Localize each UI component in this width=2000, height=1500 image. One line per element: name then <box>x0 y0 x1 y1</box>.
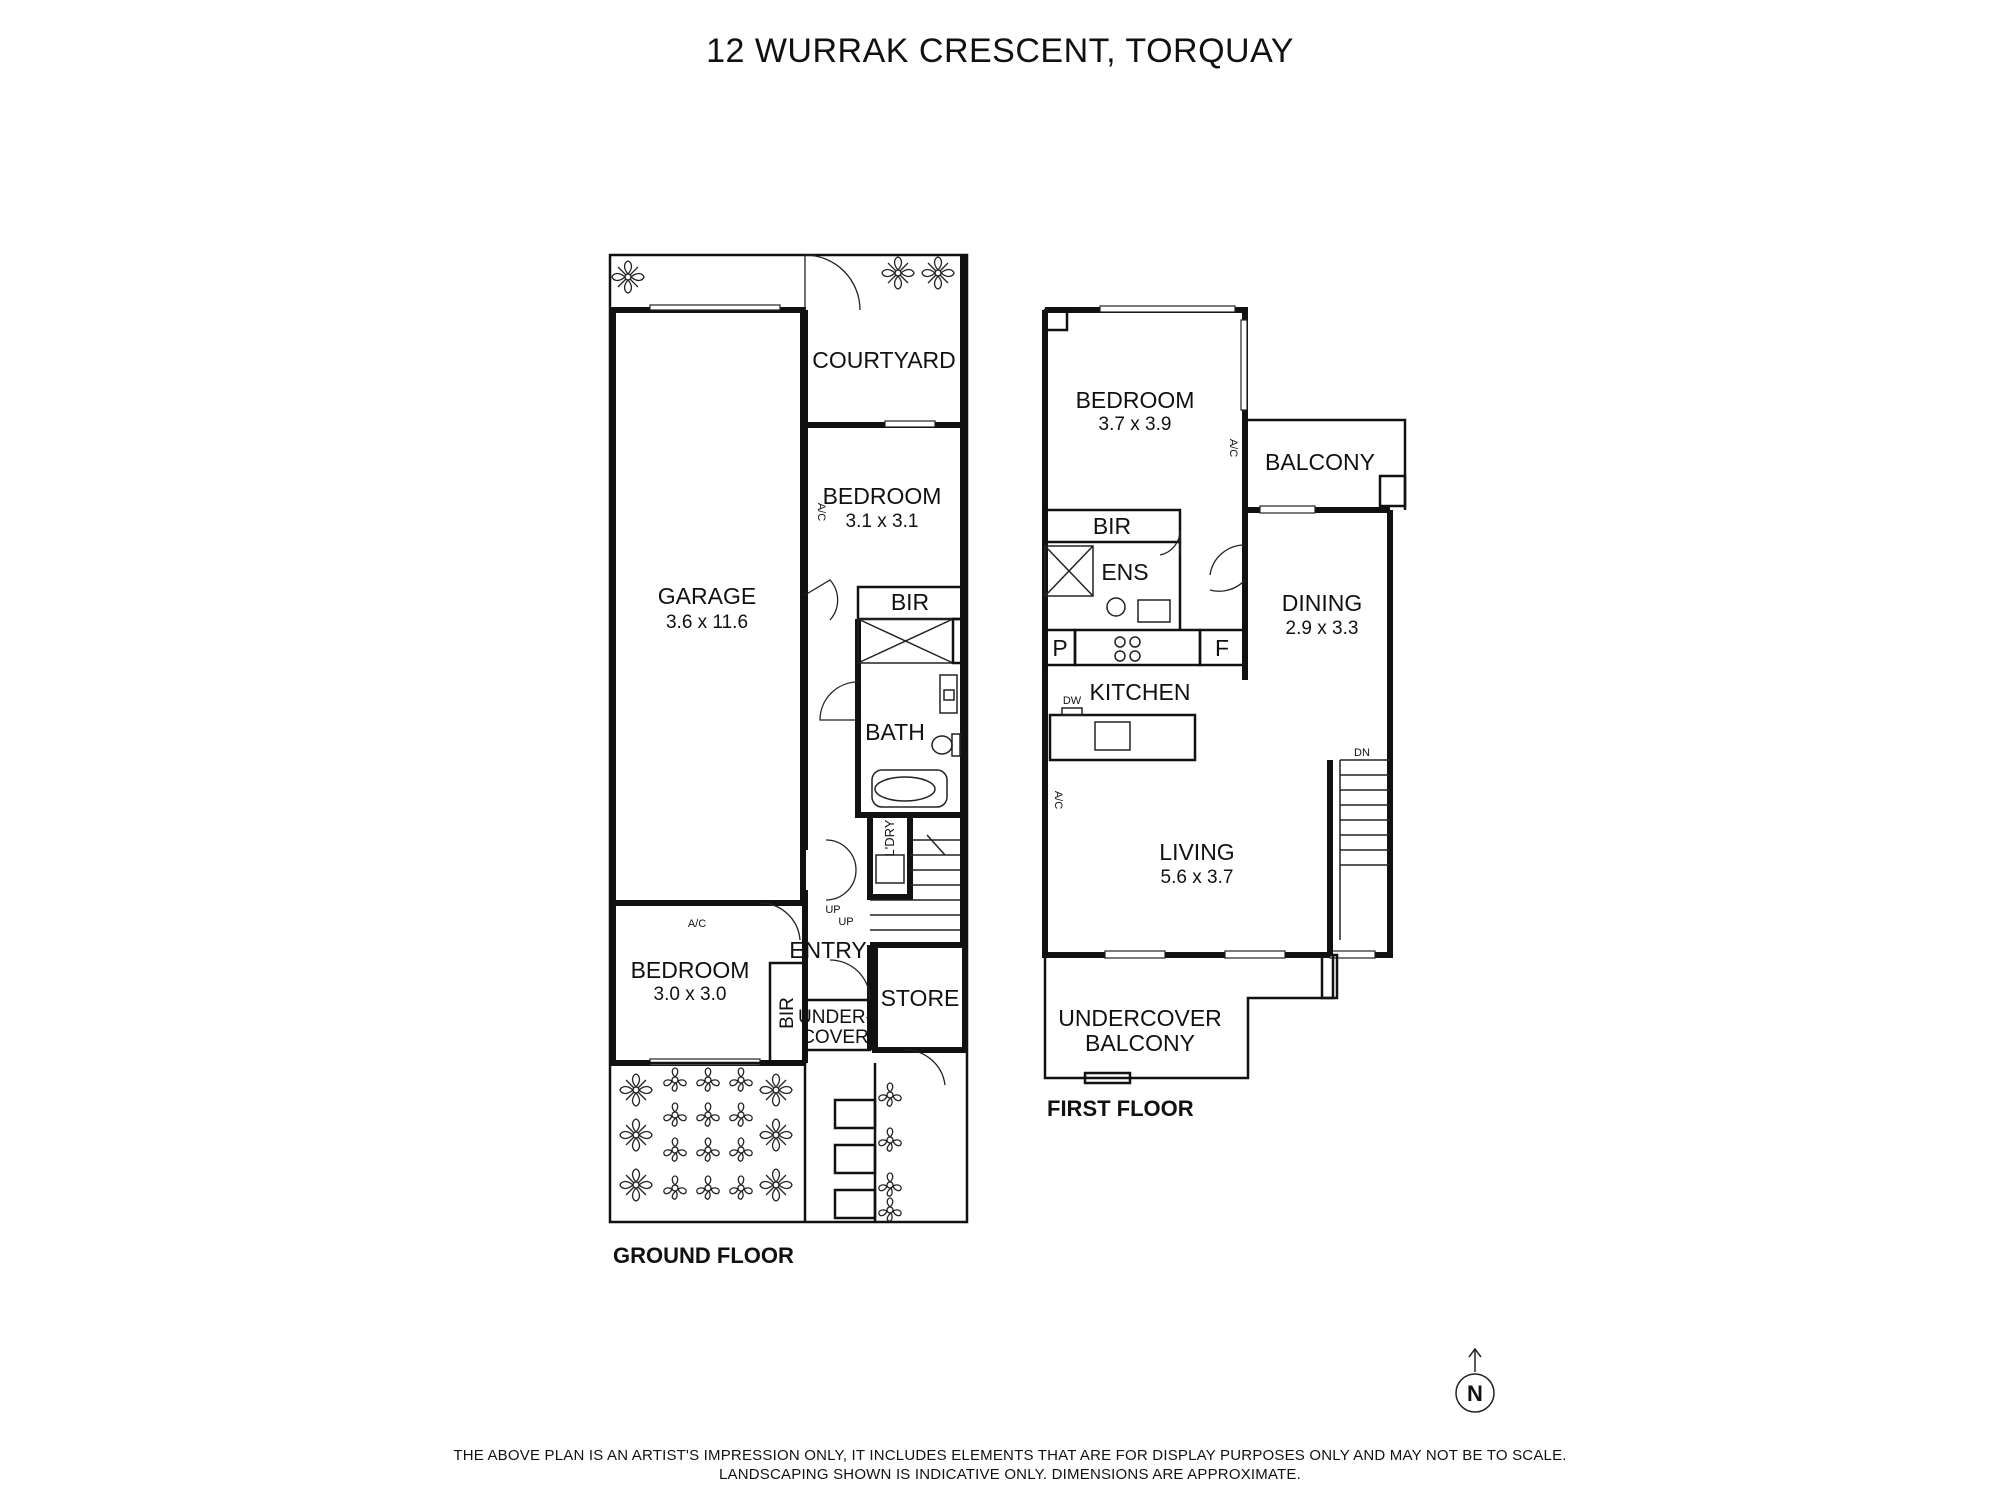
balcony-label: BALCONY <box>1265 449 1375 475</box>
bir2-label: BIR <box>777 997 798 1029</box>
bedroom2-dims: 3.1 x 3.1 <box>846 511 919 532</box>
entry-label: ENTRY <box>789 937 867 963</box>
bedroom3-dims: 3.0 x 3.0 <box>654 984 727 1005</box>
plant-icon <box>878 1197 902 1222</box>
bedroom3-label: BEDROOM <box>631 957 750 983</box>
plant-icon <box>663 1102 687 1127</box>
undercover-balcony-label-1: UNDERCOVER <box>1058 1005 1222 1031</box>
plant-icon <box>619 1073 653 1107</box>
plant-icon <box>729 1175 753 1200</box>
kitchen-label: KITCHEN <box>1090 679 1191 705</box>
pantry-label: P <box>1052 635 1067 661</box>
plant-icon <box>729 1102 753 1127</box>
disclaimer-line-2: LANDSCAPING SHOWN IS INDICATIVE ONLY. DI… <box>719 1466 1301 1483</box>
fridge-label: F <box>1215 635 1229 661</box>
disclaimer-line-1: THE ABOVE PLAN IS AN ARTIST'S IMPRESSION… <box>453 1447 1566 1464</box>
bedroom1-dims: 3.7 x 3.9 <box>1099 414 1172 435</box>
bir-label: BIR <box>1093 513 1131 539</box>
ac-label: A/C <box>688 918 706 930</box>
plant-icon <box>611 260 645 294</box>
garage-dims: 3.6 x 11.6 <box>666 612 748 633</box>
compass-north-icon: N <box>1455 1347 1495 1413</box>
ground-floor-label: GROUND FLOOR <box>613 1243 794 1268</box>
plant-icon <box>759 1118 793 1152</box>
plant-icon <box>759 1073 793 1107</box>
undercover-label-1: UNDER- <box>798 1007 872 1028</box>
first-floor-plan: BEDROOM 3.7 x 3.9 BALCONY BIR ENS DINING… <box>1042 305 1407 1121</box>
plant-icon <box>619 1168 653 1202</box>
plant-icon <box>663 1175 687 1200</box>
compass-label: N <box>1467 1381 1483 1406</box>
plant-icon <box>921 256 955 290</box>
ac-label: A/C <box>815 503 827 521</box>
undercover-balcony-label-2: BALCONY <box>1085 1030 1195 1056</box>
plant-icon <box>878 1172 902 1197</box>
bath-label: BATH <box>865 719 925 745</box>
plant-icon <box>881 256 915 290</box>
garage-label: GARAGE <box>658 583 756 609</box>
plant-icon <box>619 1118 653 1152</box>
dining-dims: 2.9 x 3.3 <box>1286 618 1359 639</box>
undercover-label-2: COVER <box>801 1027 869 1048</box>
plant-icon <box>696 1067 720 1092</box>
plant-icon <box>878 1127 902 1152</box>
living-dims: 5.6 x 3.7 <box>1161 867 1234 888</box>
up-label: UP <box>838 916 853 928</box>
ground-floor-plan: COURTYARD GARAGE 3.6 x 11.6 BEDROOM 3.1 … <box>608 253 969 1268</box>
plant-icon <box>878 1082 902 1107</box>
up-label: UP <box>825 904 840 916</box>
plant-icon <box>696 1175 720 1200</box>
store-label: STORE <box>881 985 960 1011</box>
bedroom1-label: BEDROOM <box>1076 387 1195 413</box>
dining-label: DINING <box>1282 590 1363 616</box>
living-label: LIVING <box>1159 839 1234 865</box>
plant-icon <box>696 1137 720 1162</box>
plant-icon <box>729 1137 753 1162</box>
plant-icon <box>729 1067 753 1092</box>
dn-label: DN <box>1354 747 1370 759</box>
bedroom2-label: BEDROOM <box>823 483 942 509</box>
ac-label: A/C <box>1052 791 1064 809</box>
dw-label: DW <box>1063 695 1082 707</box>
ac-label: A/C <box>1227 439 1239 457</box>
plant-icon <box>696 1102 720 1127</box>
page-title: 12 WURRAK CRESCENT, TORQUAY <box>706 32 1294 70</box>
plant-icon <box>663 1137 687 1162</box>
garage-door-window <box>649 304 781 311</box>
courtyard-label: COURTYARD <box>812 347 956 373</box>
laundry-label: L'DRY <box>882 819 897 856</box>
first-floor-label: FIRST FLOOR <box>1047 1096 1194 1121</box>
plant-icon <box>663 1067 687 1092</box>
bir1-label: BIR <box>891 589 929 615</box>
plant-icon <box>759 1168 793 1202</box>
ens-label: ENS <box>1101 559 1148 585</box>
